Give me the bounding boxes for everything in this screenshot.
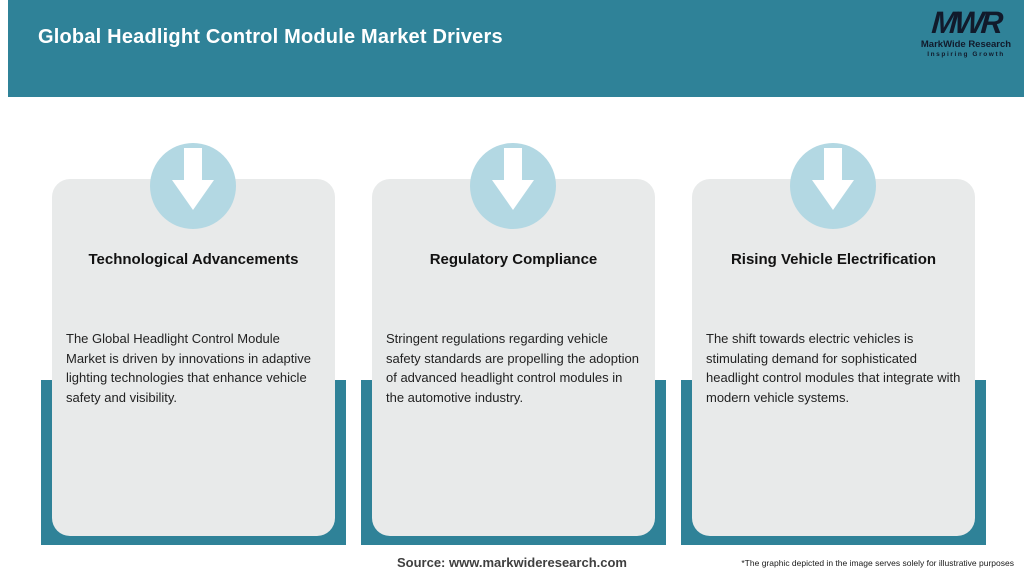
card-title: Technological Advancements [88,251,299,268]
card-description: The Global Headlight Control Module Mark… [66,331,311,405]
card-description: Stringent regulations regarding vehicle … [386,331,639,405]
logo-company-name: MarkWide Research [920,39,1012,50]
driver-card: Regulatory Compliance Stringent regulati… [372,179,655,536]
driver-card: Technological Advancements The Global He… [52,179,335,536]
logo-tagline: Inspiring Growth [927,51,1005,58]
page-title: Global Headlight Control Module Market D… [38,26,503,48]
mwr-logo-icon: MWR [930,5,1002,40]
source-attribution: Source: www.markwideresearch.com [396,555,627,570]
illustrative-disclaimer: *The graphic depicted in the image serve… [741,558,1014,568]
down-arrow-icon [470,143,556,229]
markwide-research-logo: MWR MarkWide Research Inspiring Growth [920,5,1012,58]
down-arrow-icon [790,143,876,229]
driver-card: Rising Vehicle Electrification The shift… [692,179,975,536]
card-title: Rising Vehicle Electrification [730,251,937,268]
header-bar: Global Headlight Control Module Market D… [8,0,1024,97]
card-description: The shift towards electric vehicles is s… [706,331,961,405]
card-title: Regulatory Compliance [429,251,598,268]
down-arrow-icon [150,143,236,229]
